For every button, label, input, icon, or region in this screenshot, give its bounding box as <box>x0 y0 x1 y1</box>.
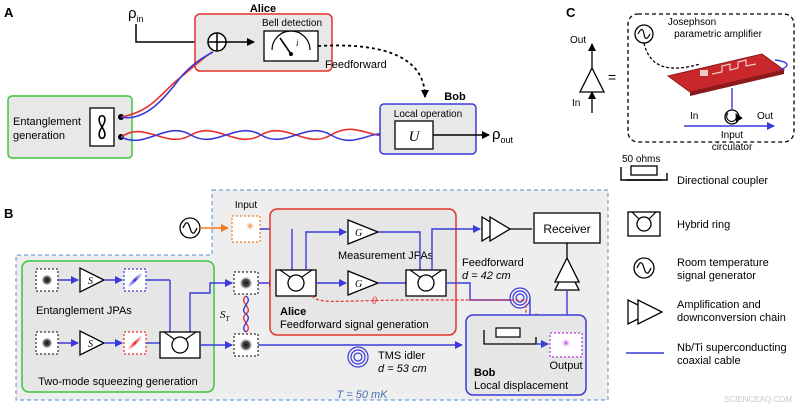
jpa-chip-icon <box>666 53 786 96</box>
measurement-jpas-label: Measurement JPAs <box>338 250 434 262</box>
jpa-label-1: Josephson <box>668 17 716 28</box>
directional-coupler-label: Directional coupler <box>677 175 768 187</box>
alice-title: Alice <box>250 3 276 15</box>
two-mode-squeezing-label: Two-mode squeezing generation <box>38 376 198 388</box>
svg-text:S: S <box>88 276 93 287</box>
equals-sign: = <box>608 69 616 85</box>
fifty-ohms-label: 50 ohms <box>622 154 660 165</box>
amplification-label-1: Amplification and <box>677 299 761 311</box>
entanglement-jpa-2-icon <box>79 329 106 357</box>
circulator-label-2: circulator <box>712 142 753 153</box>
cable-label-1: Nb/Ti superconducting <box>677 342 787 354</box>
panel-b: B T = 50 mK Two-mode squeezing generatio… <box>4 189 609 401</box>
meter-icon: i <box>263 30 319 62</box>
entanglement-jpa-1-icon <box>79 266 106 294</box>
entangler-icon <box>89 107 124 147</box>
pump-line <box>643 42 701 69</box>
squeezing-symbol: ST <box>220 309 231 323</box>
entangled-line-blue-lower <box>120 129 394 142</box>
circulator-label-1: Input <box>721 130 743 141</box>
entangled-line-red-upper <box>120 51 213 118</box>
measurement-jpa-2-icon <box>347 270 380 296</box>
idler-cable-coil-icon <box>347 346 369 368</box>
amp-out-label: Out <box>570 35 586 46</box>
bob-directional-coupler-icon <box>483 327 537 345</box>
hybrid-ring-label: Hybrid ring <box>677 219 730 231</box>
entanglement-label-1: Entanglement <box>13 116 81 128</box>
feedforward-arrow <box>317 44 429 98</box>
entanglement-label-2: generation <box>13 130 65 142</box>
two-mode-squeezing-box <box>21 260 215 393</box>
entangled-line-blue-upper <box>120 51 214 119</box>
input-arrow <box>135 24 205 46</box>
amplification-label-2: downconversion chain <box>677 312 786 324</box>
theta-label: θ <box>372 296 377 307</box>
generator-label-2: signal generator <box>677 270 756 282</box>
directional-coupler-icon <box>620 165 668 181</box>
generator-label-1: Room temperature <box>677 257 769 269</box>
bell-detection-label: Bell detection <box>262 18 322 29</box>
entangled-line-red-lower <box>120 128 394 141</box>
hybrid-ring-icon <box>627 211 661 237</box>
input-label: Input <box>235 200 257 211</box>
amplifier-symbol-icon <box>578 66 606 93</box>
chip-out-label: Out <box>757 111 773 122</box>
phase-feedforward-line <box>311 295 530 326</box>
unitary-symbol: U <box>409 129 421 145</box>
bob-b-title: Bob <box>474 367 496 379</box>
feedforward-b-label-2: d = 42 cm <box>462 270 511 282</box>
panel-c: C Out In = Josephson parametric amplifie… <box>566 5 795 153</box>
local-operation-label: Local operation <box>394 109 462 120</box>
local-displacement-label: Local displacement <box>474 380 568 392</box>
jpa-label-2: parametric amplifier <box>674 29 762 40</box>
feedforward-label: Feedforward <box>325 59 387 71</box>
tms-idler-label-1: TMS idler <box>378 350 425 362</box>
tms-correlation-blue <box>243 295 249 333</box>
receiver-amplification-icon <box>481 215 512 243</box>
panel-c-label: C <box>566 5 576 20</box>
temperature-label: T = 50 mK <box>336 389 388 401</box>
alice-hybrid-ring-2-icon <box>405 269 447 297</box>
feedforward-b-label-1: Feedforward <box>462 257 524 269</box>
legend: 50 ohms Directional coupler Hybrid ring … <box>620 154 787 367</box>
entanglement-jpas-label: Entanglement JPAs <box>36 305 132 317</box>
chip-in-label: In <box>690 111 698 122</box>
alice-feedforward-box <box>269 208 457 336</box>
panel-b-label: B <box>4 206 13 221</box>
rho-out-label: ρout <box>492 126 514 145</box>
bob-title: Bob <box>444 91 466 103</box>
watermark: SCIENCEAQ.COM <box>724 395 792 404</box>
panel-a: A ρin Alice Bell detection i Feedforward… <box>4 3 514 159</box>
output-label: Output <box>549 360 582 372</box>
svg-text:G: G <box>355 228 362 239</box>
feedforward-generation-label: Feedforward signal generation <box>280 319 429 331</box>
amplification-chain-icon <box>627 298 664 326</box>
amp-in-label: In <box>572 98 580 109</box>
measurement-jpa-1-icon <box>347 219 380 245</box>
tms-idler-label-2: d = 53 cm <box>378 363 427 375</box>
svg-text:i: i <box>296 38 299 48</box>
cable-label-2: coaxial cable <box>677 355 741 367</box>
rho-in-label: ρin <box>128 5 144 24</box>
svg-text:G: G <box>355 279 362 290</box>
alice-b-title: Alice <box>280 306 306 318</box>
svg-text:S: S <box>88 339 93 350</box>
receiver-label: Receiver <box>543 222 590 236</box>
panel-a-label: A <box>4 5 14 20</box>
